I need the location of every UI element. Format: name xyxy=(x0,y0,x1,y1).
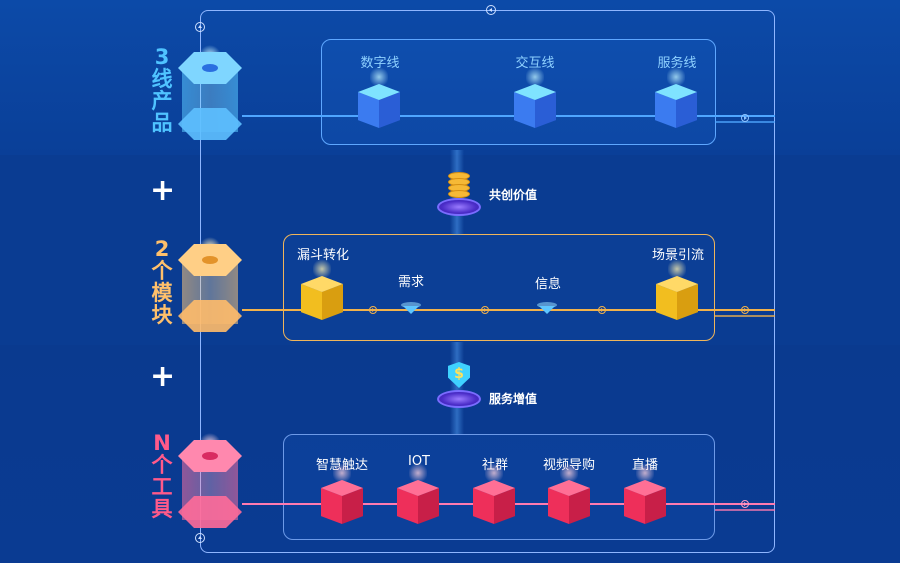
row-label-modules: 2 个 模 块 xyxy=(148,238,176,326)
hexagon-pillar-blue-icon xyxy=(178,44,242,140)
cube-icon xyxy=(358,66,400,130)
label-char: 个 xyxy=(151,453,173,477)
cube-icon xyxy=(397,462,439,526)
label-char: 具 xyxy=(151,497,173,521)
node-label-digital-line: 数字线 xyxy=(360,56,400,71)
label-char: 个 xyxy=(151,259,173,283)
node-label-service-line: 服务线 xyxy=(657,56,697,71)
connector-label-service-value: 服务增值 xyxy=(489,392,538,406)
cube-icon xyxy=(321,462,363,526)
modules-panel xyxy=(283,234,715,341)
node-label-interaction-line: 交互线 xyxy=(515,56,555,71)
loop-arrow-icon xyxy=(195,22,205,32)
label-char: 3 xyxy=(154,45,170,69)
label-char: 线 xyxy=(151,67,173,91)
node-label-information: 信息 xyxy=(534,277,562,292)
label-char: 产 xyxy=(151,89,173,113)
label-char: 2 xyxy=(154,237,170,261)
flow-arrow-icon xyxy=(741,306,749,314)
flow-line xyxy=(715,121,775,123)
row-label-products: 3 线 产 品 xyxy=(148,46,176,134)
connector-label-co-create: 共创价值 xyxy=(489,188,538,202)
background-band-top xyxy=(0,0,900,155)
cube-icon xyxy=(473,462,515,526)
flow-line xyxy=(242,115,775,117)
cube-icon xyxy=(656,258,698,322)
cube-icon xyxy=(301,258,343,322)
coin-stack-icon xyxy=(435,168,483,220)
dollar-shield-icon: $ xyxy=(435,360,483,412)
label-char: 块 xyxy=(151,303,173,327)
flow-arrow-icon xyxy=(741,500,749,508)
label-char: 工 xyxy=(151,475,173,499)
node-label-funnel: 漏斗转化 xyxy=(296,248,350,263)
flow-line xyxy=(715,315,775,317)
flow-arrow-icon xyxy=(741,114,749,122)
plus-sign: + xyxy=(150,359,176,394)
flow-line xyxy=(715,509,775,511)
flow-arrow-icon xyxy=(481,306,489,314)
cube-icon xyxy=(548,462,590,526)
flow-arrow-icon xyxy=(369,306,377,314)
node-label-demand: 需求 xyxy=(397,275,425,290)
node-label-scene-traffic: 场景引流 xyxy=(651,248,705,263)
drop-icon xyxy=(401,302,421,316)
plus-sign: + xyxy=(150,173,176,208)
drop-icon xyxy=(537,302,557,316)
cube-icon xyxy=(514,66,556,130)
background-band-bottom xyxy=(0,345,900,563)
flow-line xyxy=(242,309,775,311)
cube-icon xyxy=(624,462,666,526)
hexagon-pillar-pink-icon xyxy=(178,432,242,528)
loop-arrow-icon xyxy=(195,533,205,543)
loop-arrow-icon xyxy=(486,5,496,15)
label-char: 品 xyxy=(151,111,173,135)
row-label-tools: N 个 工 具 xyxy=(148,432,176,520)
label-char: 模 xyxy=(151,281,173,305)
hexagon-pillar-gold-icon xyxy=(178,236,242,332)
cube-icon xyxy=(655,66,697,130)
flow-arrow-icon xyxy=(598,306,606,314)
label-char: N xyxy=(153,431,171,455)
